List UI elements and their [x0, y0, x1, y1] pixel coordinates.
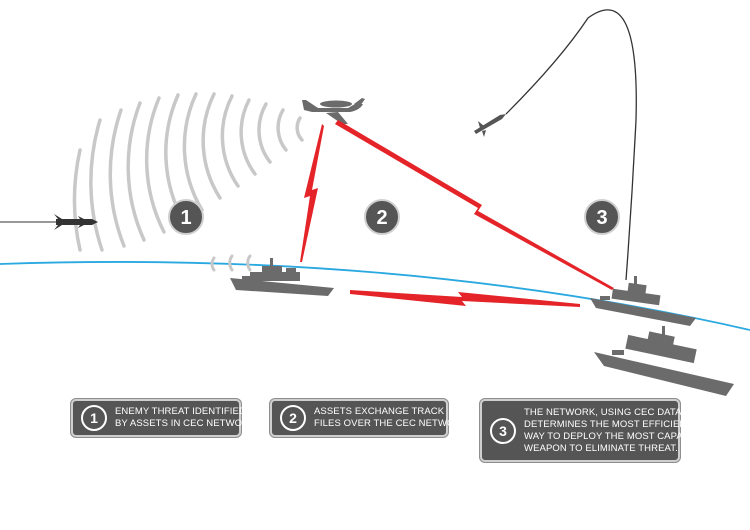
aircraft-icon: [302, 98, 365, 124]
legend-number-3: 3: [490, 417, 516, 444]
legend-line: by assets in CEC network: [115, 418, 256, 429]
horizon-line: [0, 261, 750, 331]
interceptor-missile-icon: [474, 9, 637, 281]
legend-line: determines the most efficient: [524, 418, 693, 430]
incoming-missile-icon: [0, 214, 98, 230]
legend-step-1: 1 Enemy threat identified by assets in C…: [71, 399, 255, 437]
legend-line: weapon to eliminate threat.: [524, 442, 678, 454]
legend-step-2: 2 Assets exchange track files over the C…: [270, 399, 468, 437]
legend-text-3: The network, using CEC data, determines …: [524, 407, 701, 455]
svg-text:2: 2: [376, 207, 387, 229]
datalink-ship1-ship3: [350, 290, 580, 307]
datalink-aircraft-ship1: [300, 124, 324, 262]
legend-line: files over the CEC network: [314, 418, 468, 429]
svg-text:3: 3: [596, 207, 607, 229]
datalink-aircraft-ship3: [335, 120, 614, 290]
step-badge-2: 2: [364, 199, 400, 235]
legend-line: way to deploy the most capable: [524, 430, 702, 442]
legend-line: Assets exchange track: [314, 406, 445, 417]
radar-wave-icon: [72, 92, 304, 252]
svg-text:1: 1: [180, 207, 191, 229]
legend-text-1: Enemy threat identified by assets in CEC…: [115, 406, 256, 430]
legend-line: Enemy threat identified: [115, 406, 246, 417]
ship-icon: [590, 276, 696, 326]
radar-wave-ship-icon: [210, 254, 252, 272]
step-badge-3: 3: [584, 199, 620, 235]
datalink-lines: [300, 120, 614, 307]
legend-line: The network, using CEC data,: [524, 406, 685, 418]
legend-step-3: 3 The network, using CEC data, determine…: [480, 399, 701, 462]
legend-text-2: Assets exchange track files over the CEC…: [314, 406, 468, 430]
ship-icon: [594, 326, 734, 396]
legend-number-2: 2: [280, 405, 306, 431]
ship-icon: [230, 258, 334, 296]
step-badge-1: 1: [168, 199, 204, 235]
legend-number-1: 1: [81, 405, 107, 431]
